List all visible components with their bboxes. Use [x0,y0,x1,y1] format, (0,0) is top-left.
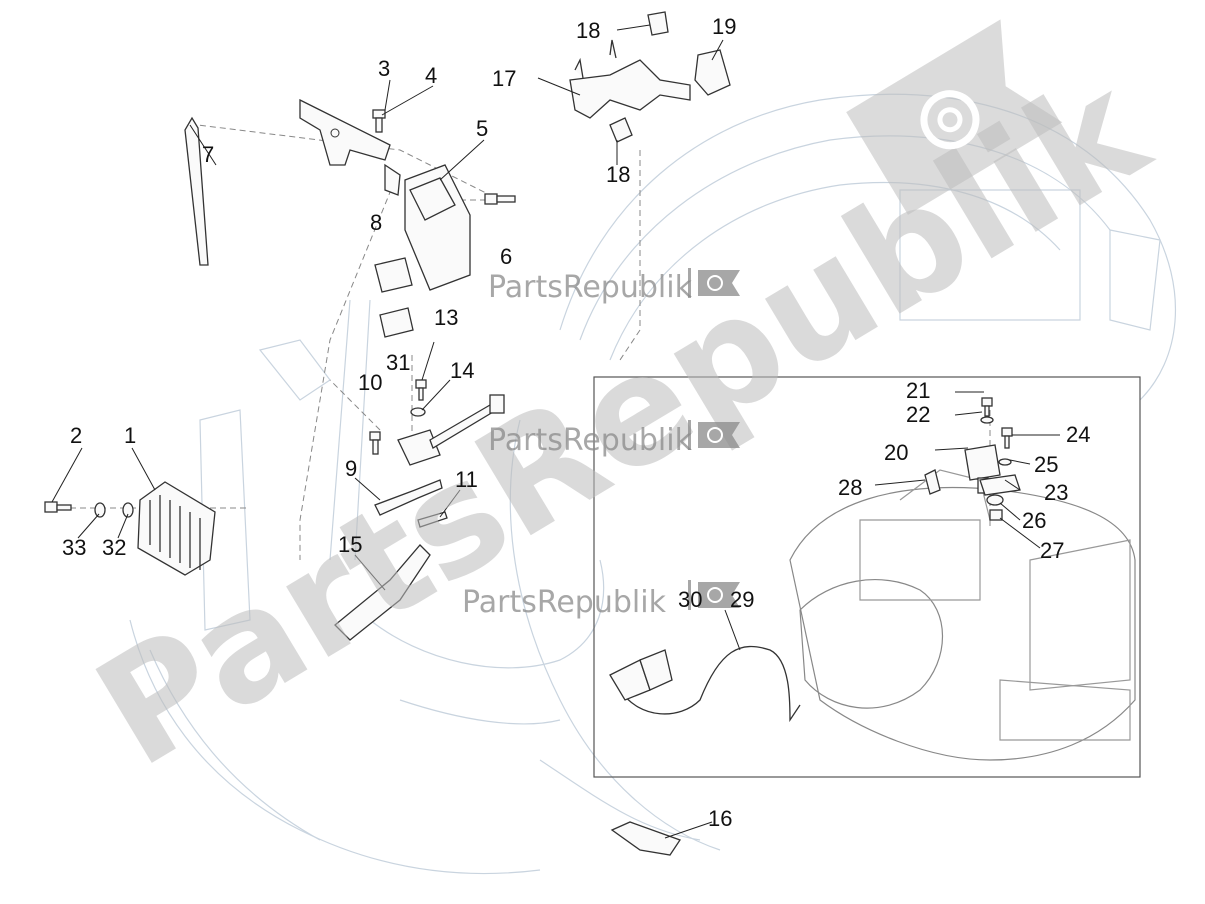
watermark-small-3: PartsRepublik [462,580,740,620]
part-33-washer [94,502,106,518]
flag-icon [698,270,740,296]
callout-21: 21 [906,378,930,403]
callout-16: 16 [708,806,732,831]
callout-32: 32 [102,535,126,560]
part-32-washer [122,502,134,518]
engine-inset [593,376,1141,778]
scooter-frame-ghost [129,93,1176,875]
part-31-cover [379,307,414,338]
callout-28: 28 [838,475,862,500]
callout-18-bottom: 18 [606,162,630,187]
watermark-small-1: PartsRepublik [488,268,740,305]
callout-10: 10 [358,370,382,395]
svg-text:PartsRepublik: PartsRepublik [462,585,667,620]
callout-2: 2 [70,423,82,448]
callout-25: 25 [1034,452,1058,477]
flag-icon [846,19,1063,215]
callout-11: 11 [455,467,478,492]
callout-6: 6 [500,244,512,269]
leader-lines [51,24,1060,839]
callout-3: 3 [378,56,390,81]
flag-icon [698,582,740,608]
callout-33: 33 [62,535,86,560]
callout-13: 13 [434,305,458,330]
gear-icon [707,275,723,291]
watermark-small-2: PartsRepublik [488,420,740,458]
flag-icon [698,422,740,448]
callout-5: 5 [476,116,488,141]
callout-7: 7 [202,142,214,167]
part-4-screw [372,109,386,133]
callout-26: 26 [1022,508,1046,533]
part-18-connector-bottom [609,117,633,143]
callout-29: 29 [730,587,754,612]
callout-27: 27 [1040,538,1064,563]
part-2-screw [44,501,72,513]
part-14-washer [410,407,426,417]
callout-22: 22 [906,402,930,427]
gear-icon [846,19,1063,215]
callout-31: 31 [386,350,410,375]
part-5-control-unit [404,164,471,291]
callout-30: 30 [678,587,702,612]
part-19-plug [694,49,731,96]
svg-text:PartsRepublik: PartsRepublik [488,270,693,305]
part-6-screw [484,193,516,205]
part-18-connector-top [647,11,669,36]
part-17-bracket [569,39,691,119]
callout-4: 4 [425,63,437,88]
callout-24: 24 [1066,422,1090,447]
part-15-cover [334,544,431,641]
callout-19: 19 [712,14,736,39]
callout-23: 23 [1044,480,1068,505]
part-16-clip [610,821,682,856]
gear-icon [707,587,723,603]
callout-15: 15 [338,532,362,557]
part-9-bracket [374,479,443,516]
part-7-cable-tie [184,116,209,266]
part-11-clip [417,511,448,528]
part-13-screw [415,379,427,401]
callout-20: 20 [884,440,908,465]
gear-icon [707,427,723,443]
part-1-regulator [137,481,216,576]
part-8-relay [374,257,413,293]
part-sensor [397,394,505,466]
svg-text:PartsRepublik: PartsRepublik [488,423,693,458]
callout-9: 9 [345,456,357,481]
part-3-bracket [299,98,401,196]
callout-1: 1 [124,423,136,448]
part-10-screw [369,431,381,455]
callout-18-top: 18 [576,18,600,43]
callout-8: 8 [370,210,382,235]
callout-labels: 1 2 3 4 5 6 7 8 9 10 11 13 14 15 16 17 1… [62,14,1090,831]
callout-14: 14 [450,358,474,383]
callout-17: 17 [492,66,516,91]
